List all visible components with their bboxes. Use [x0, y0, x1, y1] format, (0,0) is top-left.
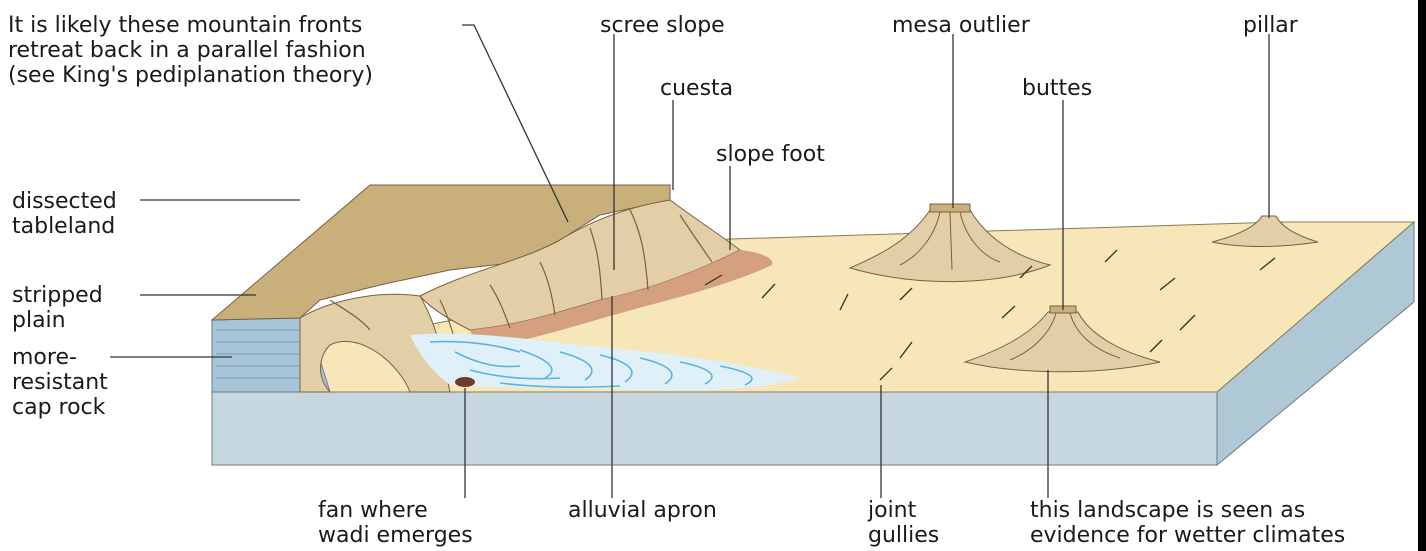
- label-cap-rock: more- resistant cap rock: [12, 345, 108, 420]
- dissected-line-1: dissected: [12, 189, 117, 214]
- note-line-3: (see King's pediplanation theory): [8, 63, 373, 88]
- label-mesa-outlier: mesa outlier: [892, 13, 1030, 38]
- block-front-face: [212, 392, 1217, 465]
- label-stripped-plain: stripped plain: [12, 283, 103, 333]
- evidence-line-1: this landscape is seen as: [1030, 498, 1345, 523]
- label-dissected-tableland: dissected tableland: [12, 189, 117, 239]
- evidence-line-2: evidence for wetter climates: [1030, 523, 1345, 548]
- label-note: It is likely these mountain fronts retre…: [8, 13, 373, 88]
- dissected-line-2: tableland: [12, 214, 117, 239]
- label-evidence: this landscape is seen as evidence for w…: [1030, 498, 1345, 548]
- label-cuesta: cuesta: [660, 76, 733, 101]
- right-edge-bar: [1418, 0, 1426, 551]
- label-alluvial-apron: alluvial apron: [568, 498, 717, 523]
- stripped-line-2: plain: [12, 308, 103, 333]
- note-line-1: It is likely these mountain fronts: [8, 13, 373, 38]
- note-line-2: retreat back in a parallel fashion: [8, 38, 373, 63]
- label-joint-gullies: joint gullies: [868, 498, 939, 548]
- cap-rock-line-1: more-: [12, 345, 108, 370]
- cap-rock-line-2: resistant: [12, 370, 108, 395]
- stripped-line-1: stripped: [12, 283, 103, 308]
- label-slope-foot: slope foot: [716, 142, 825, 167]
- label-scree-slope: scree slope: [600, 13, 725, 38]
- label-fan: fan where wadi emerges: [318, 498, 473, 548]
- label-buttes: buttes: [1022, 76, 1092, 101]
- fan-line-1: fan where: [318, 498, 473, 523]
- mesa-cap: [930, 204, 970, 212]
- joint-line-2: gullies: [868, 523, 939, 548]
- label-pillar: pillar: [1243, 13, 1298, 38]
- cap-rock-line-3: cap rock: [12, 395, 108, 420]
- fan-line-2: wadi emerges: [318, 523, 473, 548]
- joint-line-1: joint: [868, 498, 939, 523]
- wadi-mouth: [455, 377, 475, 387]
